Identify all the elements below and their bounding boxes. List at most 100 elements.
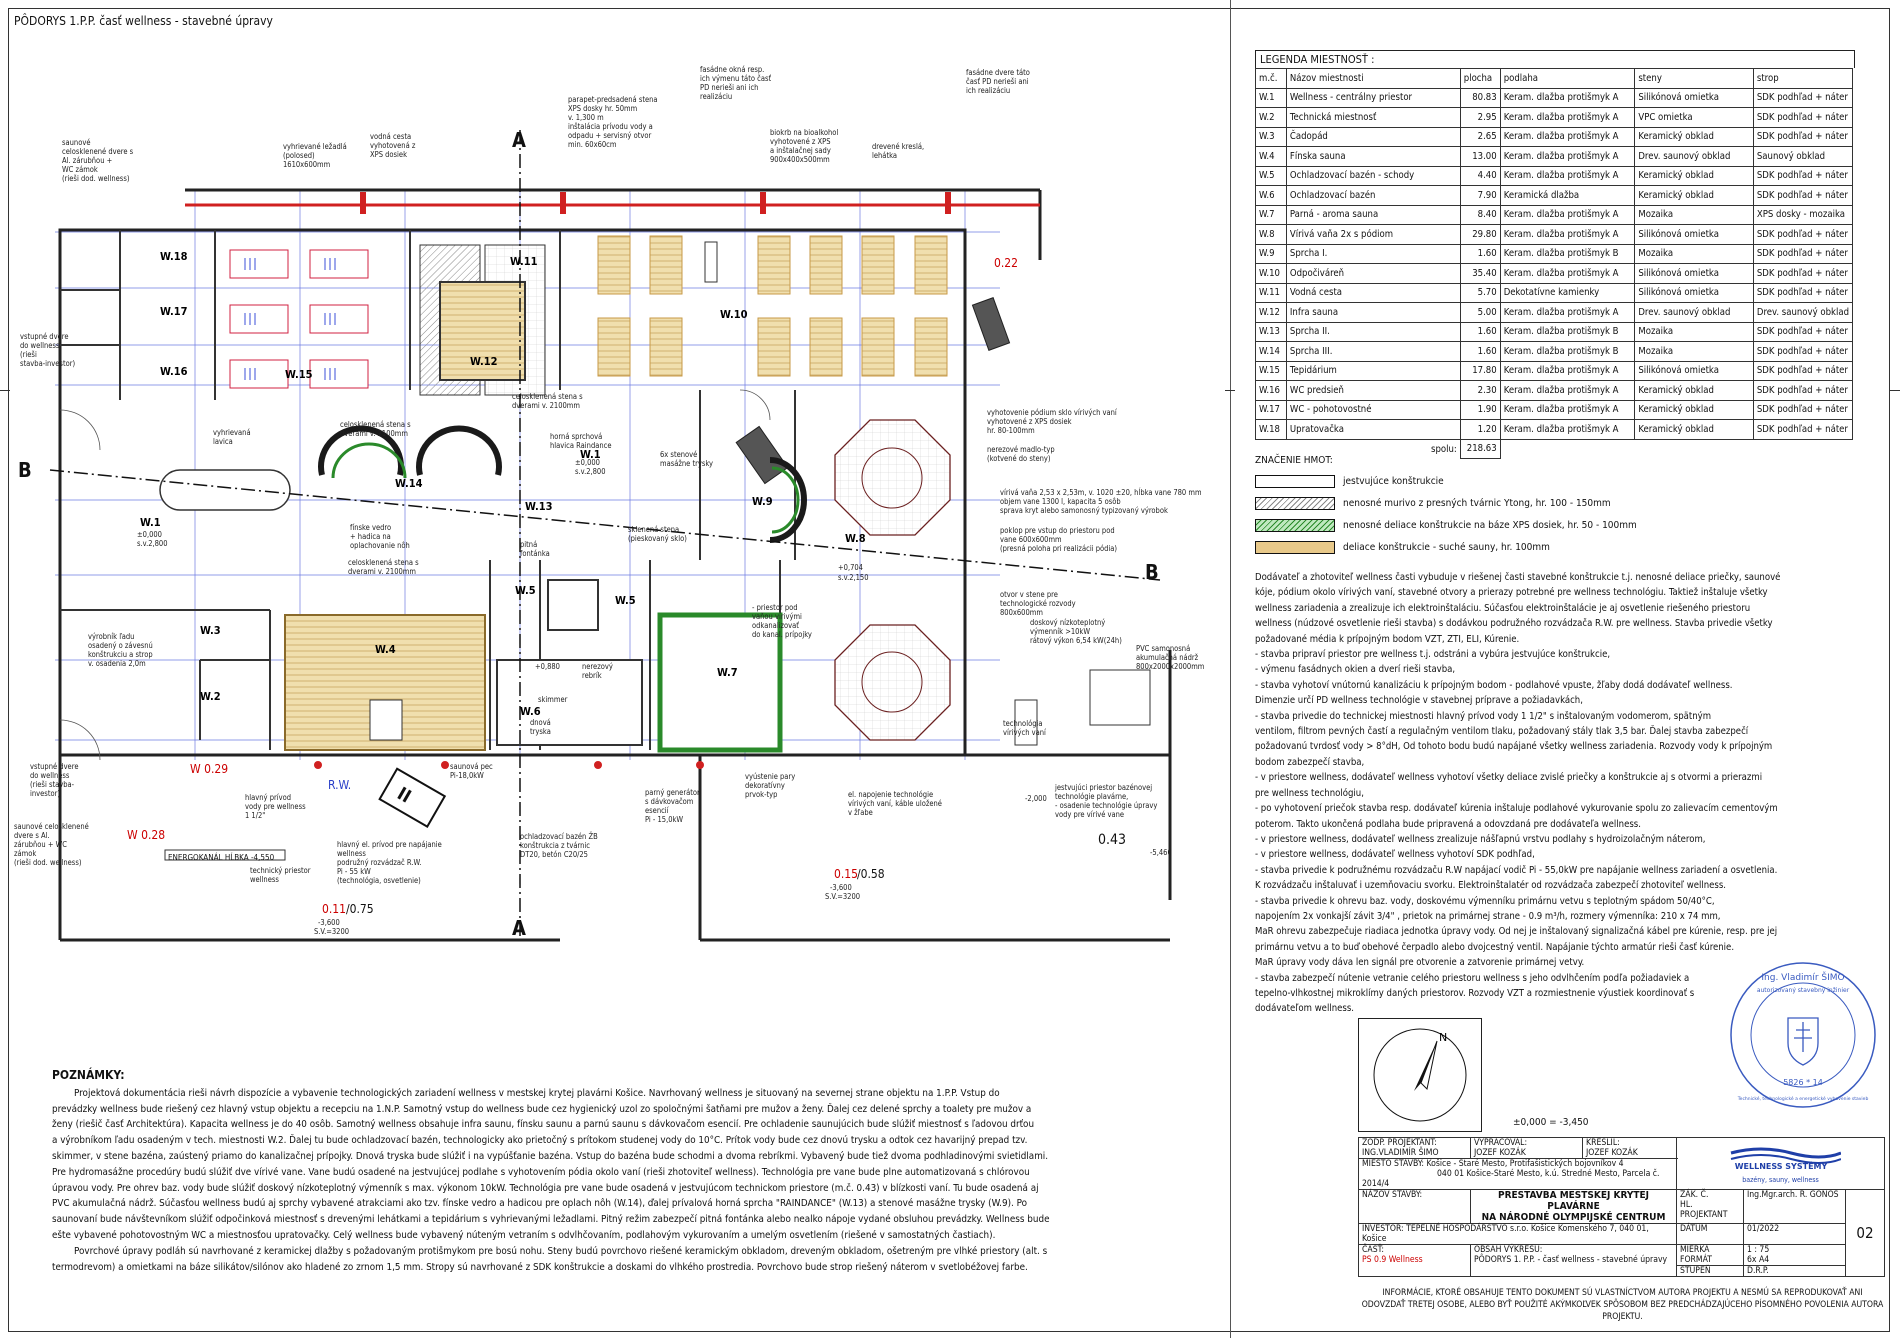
legend-cell: Keram. dlažba protišmyk B — [1499, 341, 1636, 362]
level-tag: +0,880 — [535, 662, 560, 671]
annotation: saunové celosklenené dvere s Al. zárubňo… — [62, 138, 134, 183]
legend-cell: 7.90 — [1459, 185, 1501, 206]
legend-cell: VPC omietka — [1634, 107, 1754, 128]
note-line: Dimenzie určí PD wellness technológie v … — [1255, 695, 1583, 707]
note-line: K rozvádzaču inštaluvať i uzemňovaciu sv… — [1255, 880, 1727, 892]
energy-channel-label: ENERGOKANÁL HĹBKA -4,550 — [168, 853, 275, 862]
level-tag: s.v.2,800 — [137, 539, 168, 548]
note-line: - stavba zabezpečí nútenie vetranie celé… — [1255, 972, 1690, 984]
legend-cell: W.8 — [1255, 224, 1287, 245]
tb-value: JOZEF KOZÁK — [1474, 1148, 1526, 1158]
legend-cell: W.9 — [1255, 243, 1287, 264]
note-line: pre wellness technológiu, — [1255, 787, 1364, 799]
legend-cell: Keram. dlažba protišmyk A — [1499, 380, 1636, 401]
legend-cell: 1.60 — [1459, 341, 1501, 362]
floor-plan — [49, 130, 1172, 942]
room-number: /0.58 — [857, 867, 885, 881]
note-line: bodom zabezpečí stavba, — [1255, 756, 1365, 768]
stamp-name: Ing. Vladimír ŠIMO — [1761, 971, 1844, 983]
tb-value: TEPELNÉ HOSPODÁRSTVO s.r.o. Košice Komen… — [1362, 1224, 1649, 1244]
room-w5: W.5 — [615, 594, 636, 607]
material-legend: ZNAČENIE HMOT: jestvujúce konštrukcie ne… — [1255, 455, 1637, 558]
legend-cell: SDK podhľad + náter — [1752, 360, 1854, 381]
room-w1: W.1 — [580, 448, 601, 461]
swatch-ytong — [1255, 496, 1335, 510]
room-w2: W.2 — [200, 690, 221, 703]
annotation: fasádne okná resp. ich výmenu táto časť … — [700, 65, 772, 101]
legend-cell: W.18 — [1255, 419, 1287, 440]
legend-cell: Infra sauna — [1285, 302, 1461, 323]
fold-mark — [1890, 390, 1900, 391]
legend-header-row: m.č. Názov miestnosti plocha podlaha ste… — [1255, 68, 1854, 89]
annotation: doskový nízkoteplotný výmenník >10kW rát… — [1030, 618, 1122, 645]
legend-cell: SDK podhľad + náter — [1752, 224, 1854, 245]
annotation: pitná fontánka — [520, 540, 550, 558]
section-marker-a: A — [512, 916, 526, 940]
legend-total-row: spolu: 218.63 — [1255, 438, 1853, 459]
legend-header: Názov miestnosti — [1285, 68, 1461, 89]
legend-cell: Keram. dlažba protišmyk A — [1499, 263, 1636, 284]
legend-cell: Keramický obklad — [1634, 380, 1754, 401]
annotation: ochladzovací bazén ŽB konštrukcia z tvár… — [520, 832, 598, 859]
room-w8: W.8 — [845, 532, 866, 545]
legend-cell: 2.95 — [1459, 107, 1501, 128]
annotation: dnová tryska — [530, 718, 551, 736]
tb-label: OBSAH VÝKRESU: — [1474, 1245, 1543, 1255]
note-line: - stavba privedie k podružnému rozvádzač… — [1255, 864, 1778, 876]
legend-cell: 1.90 — [1459, 399, 1501, 420]
legend-cell: Keram. dlažba protišmyk A — [1499, 419, 1636, 440]
note-line: - stavba vyhotoví vnútornú kanalizáciu k… — [1255, 679, 1733, 691]
legend-cell: 1.20 — [1459, 419, 1501, 440]
legend-cell: Silikónová omietka — [1634, 87, 1754, 108]
remarks: POZNÁMKY: Projektová dokumentácia rieši … — [52, 1068, 1172, 1275]
legend-cell: Keram. dlažba protišmyk B — [1499, 321, 1636, 342]
legend-cell: Keram. dlažba protišmyk A — [1499, 302, 1636, 323]
legend-cell: 1.60 — [1459, 243, 1501, 264]
legend-cell: Wellness - centrálny priestor — [1285, 87, 1461, 108]
material-row: deliace konštrukcie - suché sauny, hr. 1… — [1255, 536, 1637, 558]
legend-cell: W.15 — [1255, 360, 1287, 381]
annotation: hlavný prívod vody pre wellness 1 1/2" — [245, 793, 306, 820]
legend-cell: Keram. dlažba protišmyk A — [1499, 165, 1636, 186]
legend-cell: Upratovačka — [1285, 419, 1461, 440]
legend-cell: Silikónová omietka — [1634, 360, 1754, 381]
legend-cell: SDK podhľad + náter — [1752, 185, 1854, 206]
legend-cell: Keram. dlažba protišmyk B — [1499, 243, 1636, 264]
legend-cell: Keram. dlažba protišmyk A — [1499, 360, 1636, 381]
annotation: vstupné dvere do wellness (rieši stavba-… — [20, 332, 76, 368]
legend-cell: Keramický obklad — [1634, 165, 1754, 186]
remark-line: Projektová dokumentácia rieši návrh disp… — [74, 1087, 1000, 1099]
tb-label: HL. PROJEKTANT — [1680, 1200, 1728, 1220]
annotation: skimmer — [538, 695, 568, 704]
tb-label: DÁTUM — [1680, 1224, 1708, 1234]
note-line: primárnu vetvu a to buď obehové čerpadlo… — [1255, 941, 1735, 953]
remark-line: saunovaní bude návštevníkom slúžiť odpoč… — [52, 1214, 1050, 1226]
legend-cell: Mozaika — [1634, 243, 1754, 264]
legend-header: steny — [1634, 68, 1754, 89]
remark-line: ešte vybavené pohotovostným WC a miestno… — [52, 1229, 996, 1241]
legend-cell: Drev. saunový obklad — [1634, 302, 1754, 323]
annotation: vstupné dvere do wellness (rieši stavba-… — [30, 762, 79, 798]
annotation: vírivá vaňa 2,53 x 2,53m, v. 1020 ±20, h… — [1000, 488, 1202, 515]
legend-cell: W.16 — [1255, 380, 1287, 401]
fold-mark — [0, 390, 10, 391]
legend-cell: 29.80 — [1459, 224, 1501, 245]
room-w7: W.7 — [717, 666, 738, 679]
legend-cell: Keramický obklad — [1634, 185, 1754, 206]
note-line: wellness (núdzové osvetlenie rieši stavb… — [1255, 618, 1773, 630]
logo-text: WELLNESS SYSTÉMY — [1734, 1160, 1827, 1171]
legend-cell: Keramický obklad — [1634, 419, 1754, 440]
annotation: drevené kreslá, lehátka — [872, 142, 925, 160]
legend-cell: W.3 — [1255, 126, 1287, 147]
legend-cell: W.14 — [1255, 341, 1287, 362]
tb-value: PS 0.9 Wellness — [1362, 1255, 1423, 1265]
tb-label: VYPRACOVAL: — [1474, 1138, 1528, 1148]
note-line: - v priestore wellness, dodávateľ wellne… — [1255, 833, 1706, 845]
legend-cell: Keram. dlažba protišmyk A — [1499, 146, 1636, 167]
note-line: poterom. Takto ukončená podlaha bude pri… — [1255, 818, 1641, 830]
tb-value: JOZEF KOZÁK — [1586, 1148, 1638, 1158]
